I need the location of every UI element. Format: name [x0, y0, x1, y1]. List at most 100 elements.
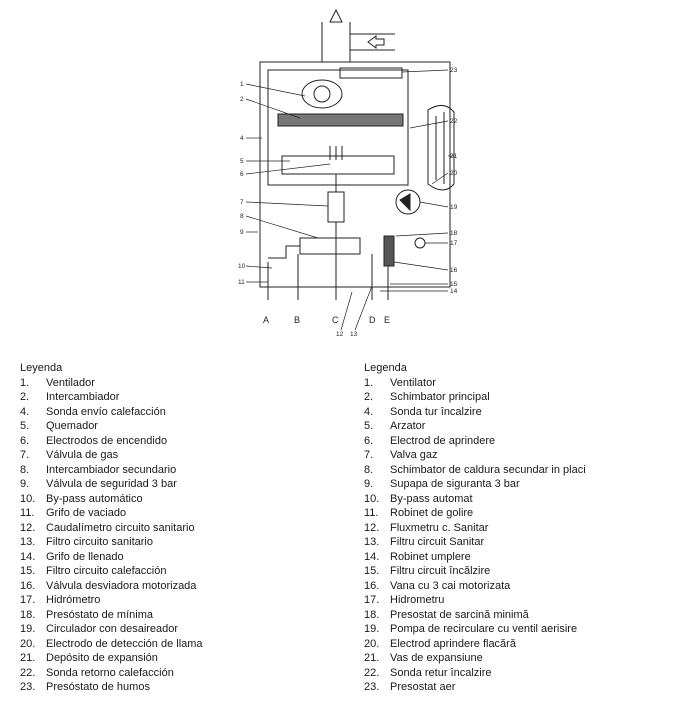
legend-item-text: Quemador [46, 420, 98, 432]
legend-item-number: 12. [364, 521, 380, 534]
legend-item: 9.Válvula de seguridad 3 bar [20, 477, 203, 492]
callout-number: 13 [350, 331, 358, 338]
port-label: B [294, 315, 300, 325]
legend-item: 12.Caudalímetro circuito sanitario [20, 521, 203, 536]
legend-item: 5.Quemador [20, 419, 203, 434]
legend-item-number: 23. [20, 681, 36, 693]
expansion-vessel [427, 105, 455, 191]
callout-number: 17 [450, 240, 458, 247]
callout-number: 4 [240, 135, 244, 142]
burner [281, 155, 395, 175]
legend-item-text: Hidrómetro [46, 594, 101, 606]
legend-item-text: Filtro circuito calefacción [46, 565, 167, 577]
legend-item-number: 23. [364, 681, 380, 693]
legend-item-number: 19. [20, 623, 36, 635]
callout-number: 20 [450, 170, 458, 177]
legend-item-number: 4. [20, 405, 30, 418]
port-label: D [369, 315, 376, 325]
legend-item-text: Válvula de gas [46, 449, 119, 461]
legend-item-number: 20. [20, 637, 36, 650]
legend-item-text: Filtru circuit încălzire [390, 565, 491, 577]
legend-item-number: 21. [364, 652, 380, 664]
fan [301, 79, 343, 109]
legend-item: 6.Electrod de aprindere [364, 434, 586, 449]
legend-item-text: Grifo de llenado [46, 550, 124, 563]
legend-item-text: Schimbator de caldura secundar in placi [390, 463, 586, 476]
legend-item-text: Arzator [390, 420, 426, 432]
legend-item: 10.By-pass automático [20, 492, 203, 507]
legend-item-number: 17. [364, 594, 380, 606]
legend-item-number: 18. [364, 608, 380, 621]
legend-item: 23.Presostat aer [364, 680, 586, 695]
main-heat-exchanger [277, 113, 404, 127]
legend-item-text: Presóstato de humos [46, 681, 150, 693]
legend-item-text: Supapa de siguranta 3 bar [390, 478, 520, 490]
callout-number: 19 [450, 204, 458, 211]
legend-item: 14.Robinet umplere [364, 550, 586, 565]
legend-item-number: 6. [20, 434, 30, 447]
legend-item-number: 8. [20, 463, 30, 476]
legend-item: 15. Filtru circuit încălzire [364, 564, 586, 579]
legend-item: 20. Electrodo de detección de llama [20, 637, 203, 652]
legend-item-text: Presóstato de mínima [46, 608, 153, 621]
legend-item-number: 11. [364, 507, 379, 519]
callout-number: 8 [240, 213, 244, 220]
callout-number: 21 [450, 153, 458, 160]
legend-item: 23. Presóstato de humos [20, 680, 203, 695]
legend-item: 8.Schimbator de caldura secundar in plac… [364, 463, 586, 478]
legend-item: 2.Schimbator principal [364, 390, 586, 405]
legend-title: Leyenda [20, 362, 63, 374]
legend-item: 21. Depósito de expansión [20, 651, 203, 666]
callout-number: 18 [450, 230, 458, 237]
callout-number: 7 [240, 199, 244, 206]
legend-item-number: 22. [364, 666, 380, 679]
legend-item-text: Electrodo de detección de llama [46, 637, 203, 650]
legend-item-number: 15. [364, 565, 380, 577]
legend-item: 17.Hidrómetro [20, 593, 203, 608]
legend-item-text: Filtru circuit Sanitar [390, 536, 485, 548]
legend-item-text: Presostat de sarcină minimă [390, 608, 529, 621]
legend-item: 8. Intercambiador secundario [20, 463, 203, 478]
legend-item-text: Sonda retur încalzire [390, 666, 492, 679]
legend-item: 22. Sonda retur încalzire [364, 666, 586, 681]
legend-item-text: Pompa de recirculare cu ventil aerisire [390, 623, 578, 635]
secondary-exchanger [299, 237, 361, 255]
callout-number: 16 [450, 267, 458, 274]
legend-item: 13.Filtru circuit Sanitar [364, 535, 586, 550]
gas-valve [327, 191, 345, 223]
legend-item-text: By-pass automático [46, 492, 143, 505]
legend-item: 13.Filtro circuito sanitario [20, 535, 203, 550]
callout-number: 1 [240, 81, 244, 88]
legend-item-text: Filtro circuito sanitario [46, 536, 153, 548]
legend-item-number: 9. [20, 478, 30, 490]
legend-item-number: 7. [20, 449, 30, 461]
legend-item-text: Ventilador [46, 376, 95, 389]
legend-item: 19.Circulador con desaireador [20, 622, 203, 637]
callout-number: 6 [240, 171, 244, 178]
legend-item: 20.Electrod aprindere flacără [364, 637, 586, 652]
callout-number: 14 [450, 288, 458, 295]
legend-item-text: Intercambiador secundario [46, 463, 177, 476]
legend-item-number: 12. [20, 521, 36, 534]
legend-item-number: 21. [20, 652, 36, 664]
legend-item-number: 5. [364, 420, 374, 432]
callout-number: 15 [450, 281, 458, 288]
legend-item: 4.Sonda tur încalzire [364, 405, 586, 420]
legend-item-text: Vas de expansiune [390, 652, 483, 664]
legend-item-number: 2. [364, 391, 374, 403]
legend-item: 5. Arzator [364, 419, 586, 434]
legend-item: 4.Sonda envío calefacción [20, 405, 203, 420]
hydrometer [414, 237, 426, 249]
legend-item: 14.Grifo de llenado [20, 550, 203, 565]
callout-number: 2 [240, 96, 244, 103]
legend-item-number: 7. [364, 449, 374, 461]
pressure-switch [339, 67, 403, 79]
legend-item-text: Depósito de expansión [46, 652, 158, 664]
callout-number: 22 [450, 118, 458, 125]
legend-item: 1.Ventilador [20, 376, 203, 391]
legend-item-text: Electrodos de encendido [46, 434, 168, 447]
